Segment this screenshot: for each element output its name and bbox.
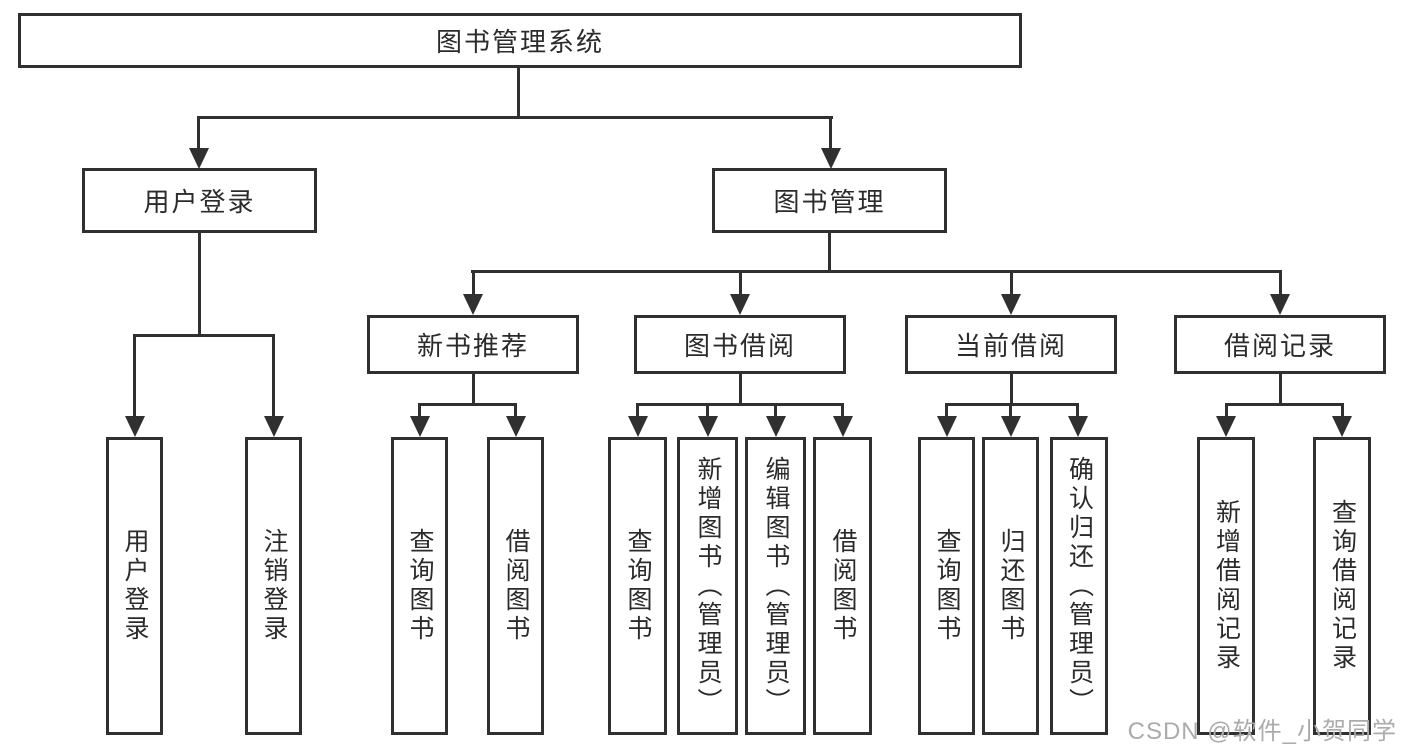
arrowhead-down [505,416,526,437]
connector-line [418,403,421,419]
node-label: 图书管理系统 [435,27,604,57]
leaf-edit-book-admin: 编辑图书（管理员） [745,437,806,735]
arrowhead-down [1067,416,1088,437]
leaf-label: 确认归还（管理员） [1065,455,1094,717]
connector-line [636,403,639,419]
node-borrowing-records: 借阅记录 [1174,315,1386,374]
connector-line [418,403,517,406]
leaf-return-books: 归还图书 [982,437,1039,735]
node-book-management: 图书管理 [712,168,947,233]
arrowhead-down [820,148,841,169]
connector-line [1278,374,1282,406]
leaf-add-borrow-record: 新增借阅记录 [1197,437,1255,735]
leaf-borrow-books-borrowing: 借阅图书 [813,437,872,735]
connector-line [1278,270,1282,297]
connector-line [471,270,1281,273]
arrowhead-down [263,416,284,437]
arrowhead-down [627,416,648,437]
arrowhead-down [463,294,483,315]
leaf-label: 用户登录 [121,528,149,644]
leaf-label: 查询图书 [624,528,652,644]
connector-line [471,270,475,297]
node-label: 新书推荐 [416,331,529,361]
leaf-query-books-recommend: 查询图书 [391,437,448,735]
arrowhead-down [936,416,957,437]
arrowhead-down [1216,416,1236,437]
connector-line [829,116,832,151]
connector-line [514,403,517,419]
arrowhead-down [1332,416,1352,437]
connector-line [828,233,831,273]
connector-line [1224,403,1344,406]
connector-line [738,374,742,406]
connector-line [636,403,844,406]
connector-line [1076,403,1079,419]
arrowhead-down [730,294,750,315]
connector-line [945,403,1079,406]
arrowhead-down [1270,294,1290,315]
leaf-user-login: 用户登录 [106,437,163,735]
connector-line [1009,403,1012,419]
leaf-query-borrow-record: 查询借阅记录 [1313,437,1371,735]
node-book-borrowing: 图书借阅 [634,315,846,374]
node-new-book-recommendation: 新书推荐 [367,315,579,374]
leaf-label: 归还图书 [997,528,1025,644]
arrowhead-down [409,416,430,437]
connector-line [945,403,948,419]
arrowhead-down [697,416,718,437]
leaf-confirm-return-admin: 确认归还（管理员） [1050,437,1108,735]
leaf-borrow-books-recommend: 借阅图书 [487,437,544,735]
arrowhead-down [832,416,853,437]
connector-line [471,374,475,406]
leaf-query-books-borrowing: 查询图书 [608,437,667,735]
leaf-add-book-admin: 新增图书（管理员） [677,437,738,735]
node-library-management-system: 图书管理系统 [18,13,1022,68]
connector-line [197,116,833,119]
connector-line [197,116,200,151]
arrowhead-down [188,148,209,169]
connector-line [198,233,201,337]
leaf-label: 借阅图书 [829,528,857,644]
leaf-label: 查询图书 [406,528,434,644]
arrowhead-down [124,416,145,437]
arrowhead-down [765,416,786,437]
connector-line [738,270,742,297]
node-label: 用户登录 [143,187,256,217]
connector-line [1340,403,1344,419]
node-label: 图书管理 [773,187,886,217]
connector-line [517,68,520,119]
leaf-label: 查询图书 [933,528,961,644]
connector-line [1009,374,1013,406]
connector-line [1224,403,1228,419]
arrowhead-down [1001,294,1021,315]
node-label: 当前借阅 [954,331,1067,361]
node-user-login: 用户登录 [82,168,317,233]
connector-line [706,403,709,419]
leaf-query-books-current: 查询图书 [918,437,975,735]
connector-line [841,403,844,419]
connector-line [1009,270,1013,297]
leaf-label: 新增借阅记录 [1212,499,1241,673]
leaf-logout: 注销登录 [245,437,302,735]
node-label: 借阅记录 [1223,331,1336,361]
arrowhead-down [1000,416,1021,437]
connector-line [133,334,275,337]
node-label: 图书借阅 [683,331,796,361]
leaf-label: 新增图书（管理员） [694,455,722,717]
node-current-borrowing: 当前借阅 [905,315,1117,374]
leaf-label: 借阅图书 [502,528,530,644]
connector-line [774,403,777,419]
connector-line [133,334,136,418]
connector-line [272,334,275,418]
leaf-label: 编辑图书（管理员） [762,455,790,717]
leaf-label: 查询借阅记录 [1328,499,1357,673]
watermark-text: CSDN @软件_小贺同学 [1127,718,1397,745]
leaf-label: 注销登录 [260,528,288,644]
